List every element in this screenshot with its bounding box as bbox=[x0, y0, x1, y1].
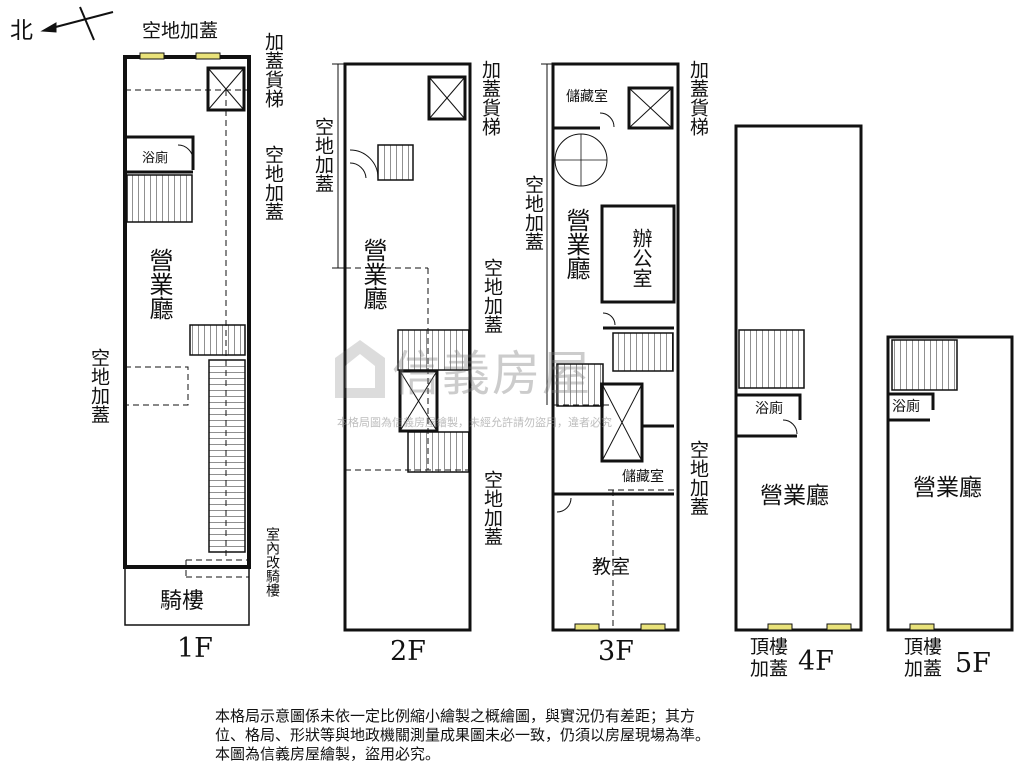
brand-logo-icon bbox=[335, 340, 385, 398]
1f-open-roof-right-label: 空地加蓋 bbox=[262, 145, 284, 221]
north-label: 北 bbox=[10, 18, 33, 44]
3f-office-label: 辦公室 bbox=[629, 228, 653, 288]
1f-arcade-label: 騎樓 bbox=[160, 589, 205, 614]
floor-1f-plan bbox=[123, 52, 251, 626]
disclaimer-line: 本圖為信義房屋繪製，盜用必究。 bbox=[215, 745, 441, 763]
3f-freight-elevator-label: 加蓋貨梯 bbox=[687, 60, 709, 136]
floor-5f-plan bbox=[886, 335, 1014, 632]
2f-hall-label: 營業廳 bbox=[359, 238, 387, 310]
3f-open-roof-right-label: 空地加蓋 bbox=[687, 440, 709, 516]
3f-storage-top-label: 儲藏室 bbox=[566, 89, 608, 105]
2f-open-roof-mid-label: 空地加蓋 bbox=[481, 258, 503, 334]
2f-open-roof-left-label: 空地加蓋 bbox=[312, 117, 334, 193]
4f-bathroom-label: 浴廁 bbox=[755, 401, 783, 417]
floor-2f-plan bbox=[332, 62, 472, 632]
1f-top-roof-label: 空地加蓋 bbox=[142, 20, 219, 42]
disclaimer-note: 本格局示意圖係未依一定比例縮小繪製之概繪圖，與實況仍有差距；其方 位、格局、形狀… bbox=[215, 707, 710, 764]
5f-rooftop-label: 頂樓加蓋 bbox=[903, 636, 942, 680]
1f-bathroom-label: 浴廁 bbox=[142, 151, 169, 166]
floor-4f-plan bbox=[734, 124, 863, 632]
north-arrow-icon bbox=[40, 6, 114, 41]
3f-floor-label: 3F bbox=[598, 636, 634, 667]
2f-freight-elevator-label: 加蓋貨梯 bbox=[479, 60, 501, 136]
3f-storage-mid-label: 儲藏室 bbox=[622, 469, 664, 485]
1f-floor-label: 1F bbox=[177, 633, 213, 664]
5f-floor-label: 5F bbox=[955, 648, 991, 679]
1f-arcade-note-label: 室內改騎樓 bbox=[264, 527, 280, 597]
5f-bathroom-label: 浴廁 bbox=[892, 399, 920, 415]
floor-3f-plan bbox=[541, 62, 680, 632]
disclaimer-line: 本格局示意圖係未依一定比例縮小繪製之概繪圖，與實況仍有差距；其方 bbox=[215, 707, 696, 725]
4f-rooftop-label: 頂樓加蓋 bbox=[749, 636, 788, 680]
5f-hall-label: 營業廳 bbox=[913, 475, 982, 501]
4f-hall-label: 營業廳 bbox=[760, 483, 829, 509]
2f-open-roof-bottom-label: 空地加蓋 bbox=[481, 470, 503, 546]
3f-classroom-label: 教室 bbox=[592, 556, 631, 578]
watermark-notice: 本格局圖為信義房屋繪製，未經允許請勿盜用，違者必究 bbox=[337, 416, 612, 429]
3f-hall-label: 營業廳 bbox=[562, 208, 590, 280]
disclaimer-line: 位、格局、形狀等與地政機關測量成果圖未必一致，仍須以房屋現場為準。 bbox=[215, 726, 711, 744]
2f-floor-label: 2F bbox=[390, 636, 426, 667]
1f-open-roof-left-label: 空地加蓋 bbox=[88, 348, 110, 424]
watermark-brand: 信義房屋 bbox=[392, 346, 593, 402]
4f-floor-label: 4F bbox=[798, 646, 834, 677]
1f-freight-elevator-label: 加蓋貨梯 bbox=[262, 32, 284, 108]
1f-hall-label: 營業廳 bbox=[145, 248, 173, 320]
3f-open-roof-left-label: 空地加蓋 bbox=[522, 175, 544, 251]
